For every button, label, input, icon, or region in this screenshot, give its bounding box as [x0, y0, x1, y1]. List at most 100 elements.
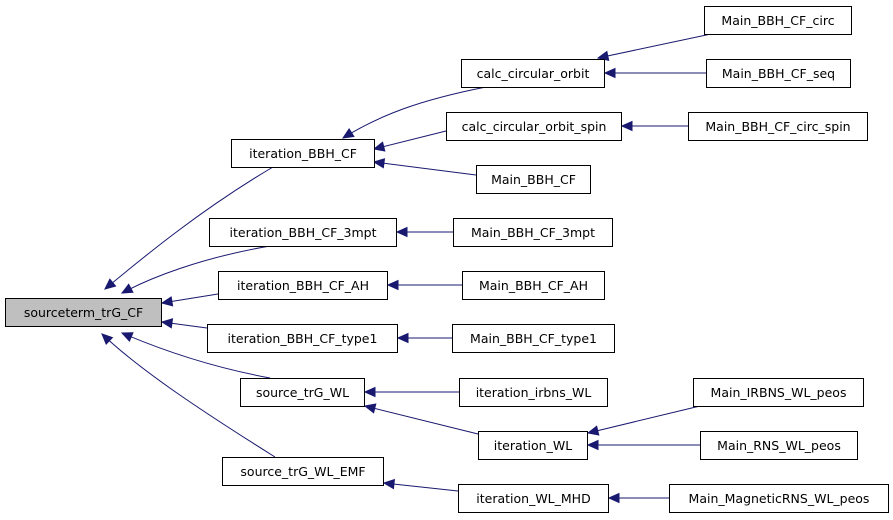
node-iteration-bbh-cf-type1[interactable]: iteration_BBH_CF_type1	[207, 324, 398, 353]
node-box	[446, 112, 622, 141]
node-main-bbh-cf-seq[interactable]: Main_BBH_CF_seq	[706, 59, 851, 88]
node-label: Main_BBH_CF_AH	[479, 278, 588, 293]
node-box	[688, 112, 868, 141]
nodes-layer: sourceterm_trG_CF iteration_BBH_CFiterati…	[5, 6, 889, 513]
node-main-bbh-cf[interactable]: Main_BBH_CF	[476, 165, 591, 194]
node-main-bbh-cf-circ-spin[interactable]: Main_BBH_CF_circ_spin	[688, 112, 868, 141]
arrowhead-icon	[620, 120, 633, 132]
edge-line	[104, 166, 274, 290]
node-box	[222, 457, 384, 486]
edge-iteration-bbh-cf-ah-to-sourceterm-trg-cf	[160, 293, 219, 307]
node-box	[704, 6, 852, 35]
arrowhead-icon	[104, 278, 117, 290]
edge-main-bbh-cf-circ-to-calc-circular-orbit	[596, 33, 712, 61]
node-box	[452, 324, 615, 353]
arrowhead-icon	[586, 439, 599, 451]
arrowhead-icon	[160, 296, 174, 307]
node-box	[669, 484, 889, 513]
node-iteration-bbh-cf-3mpt[interactable]: iteration_BBH_CF_3mpt	[209, 218, 397, 247]
arrowhead-icon	[363, 386, 376, 398]
arrowhead-icon	[101, 333, 114, 346]
node-calc-circular-orbit[interactable]: calc_circular_orbit	[461, 59, 605, 88]
node-label: Main_BBH_CF_3mpt	[471, 225, 595, 240]
node-label: Main_BBH_CF_type1	[470, 331, 597, 346]
node-box	[209, 218, 397, 247]
edge-iteration-wl-mhd-to-source-trg-wl-emf	[382, 478, 459, 492]
node-label: iteration_BBH_CF_3mpt	[230, 225, 377, 240]
node-label: iteration_WL	[494, 438, 572, 453]
node-label: Main_BBH_CF_circ	[721, 13, 834, 28]
node-main-bbh-cf-circ[interactable]: Main_BBH_CF_circ	[704, 6, 852, 35]
node-label: Main_BBH_CF_seq	[722, 66, 835, 81]
arrowhead-icon	[160, 318, 174, 329]
edge-main-bbh-cf-seq-to-calc-circular-orbit	[603, 67, 706, 79]
edge-line	[373, 161, 477, 176]
edge-line	[101, 333, 276, 458]
node-box	[218, 271, 388, 300]
arrowhead-icon	[396, 332, 409, 344]
edge-line	[364, 405, 479, 435]
node-main-bbh-cf-3mpt[interactable]: Main_BBH_CF_3mpt	[453, 218, 613, 247]
node-box	[459, 378, 608, 407]
edge-source-trg-wl-emf-to-sourceterm-trg-cf	[101, 333, 276, 458]
node-box	[453, 218, 613, 247]
node-label: iteration_WL_MHD	[476, 491, 590, 506]
node-label: source_trG_WL	[256, 385, 349, 400]
node-iteration-irbns-wl[interactable]: iteration_irbns_WL	[459, 378, 608, 407]
node-box	[693, 378, 864, 407]
node-main-magneticrns-wl-peos[interactable]: Main_MagneticRNS_WL_peos	[669, 484, 889, 513]
edge-iteration-bbh-cf-to-sourceterm-trg-cf	[104, 166, 274, 290]
node-main-irbns-wl-peos[interactable]: Main_IRBNS_WL_peos	[693, 378, 864, 407]
arrowhead-icon	[382, 478, 396, 490]
node-sourceterm-trg-cf: sourceterm_trG_CF	[5, 298, 162, 327]
edge-calc-circular-orbit-to-iteration-bbh-cf	[341, 86, 487, 139]
node-box	[231, 139, 375, 168]
node-iteration-bbh-cf-ah[interactable]: iteration_BBH_CF_AH	[218, 271, 388, 300]
node-label: Main_BBH_CF	[491, 172, 576, 187]
arrowhead-icon	[395, 226, 408, 238]
edge-source-trg-wl-to-sourceterm-trg-cf	[120, 332, 271, 379]
arrowhead-icon	[372, 158, 386, 169]
node-source-trg-wl[interactable]: source_trG_WL	[240, 378, 365, 407]
node-main-rns-wl-peos[interactable]: Main_RNS_WL_peos	[700, 431, 858, 460]
node-label: Main_MagneticRNS_WL_peos	[689, 491, 870, 506]
node-box	[461, 59, 605, 88]
edge-line	[587, 405, 701, 434]
node-label: iteration_BBH_CF_type1	[228, 331, 378, 346]
node-label: iteration_BBH_CF_AH	[237, 278, 369, 293]
edge-line	[342, 86, 487, 139]
edge-main-bbh-cf-3mpt-to-iteration-bbh-cf-3mpt	[395, 226, 453, 238]
node-label: calc_circular_orbit_spin	[462, 119, 607, 134]
arrowhead-icon	[607, 492, 620, 504]
node-calc-circular-orbit-spin[interactable]: calc_circular_orbit_spin	[446, 112, 622, 141]
node-iteration-bbh-cf[interactable]: iteration_BBH_CF	[231, 139, 375, 168]
edge-line	[121, 245, 271, 294]
node-label: sourceterm_trG_CF	[24, 305, 143, 320]
node-iteration-wl-mhd[interactable]: iteration_WL_MHD	[458, 484, 609, 513]
edge-line	[121, 332, 271, 379]
node-box	[458, 484, 609, 513]
node-label: iteration_BBH_CF	[249, 146, 357, 161]
node-iteration-wl[interactable]: iteration_WL	[478, 431, 588, 460]
node-main-bbh-cf-ah[interactable]: Main_BBH_CF_AH	[462, 271, 605, 300]
node-box	[706, 59, 851, 88]
node-source-trg-wl-emf[interactable]: source_trG_WL_EMF	[222, 457, 384, 486]
node-box	[700, 431, 858, 460]
arrowhead-icon	[386, 279, 399, 291]
edge-iteration-irbns-wl-to-source-trg-wl	[363, 386, 459, 398]
arrowhead-icon	[341, 127, 355, 139]
edge-line	[383, 482, 459, 492]
edge-line	[597, 33, 712, 59]
node-box	[478, 431, 588, 460]
node-label: source_trG_WL_EMF	[240, 464, 365, 479]
edge-main-magneticrns-wl-peos-to-iteration-wl-mhd	[607, 492, 669, 504]
arrowhead-icon	[586, 425, 600, 436]
edge-main-bbh-cf-to-iteration-bbh-cf	[372, 158, 477, 176]
edge-iteration-bbh-cf-3mpt-to-sourceterm-trg-cf	[120, 245, 271, 294]
node-main-bbh-cf-type1[interactable]: Main_BBH_CF_type1	[452, 324, 615, 353]
node-label: calc_circular_orbit	[477, 66, 590, 81]
node-box	[240, 378, 365, 407]
node-label: Main_IRBNS_WL_peos	[711, 385, 847, 400]
node-box	[5, 298, 162, 327]
